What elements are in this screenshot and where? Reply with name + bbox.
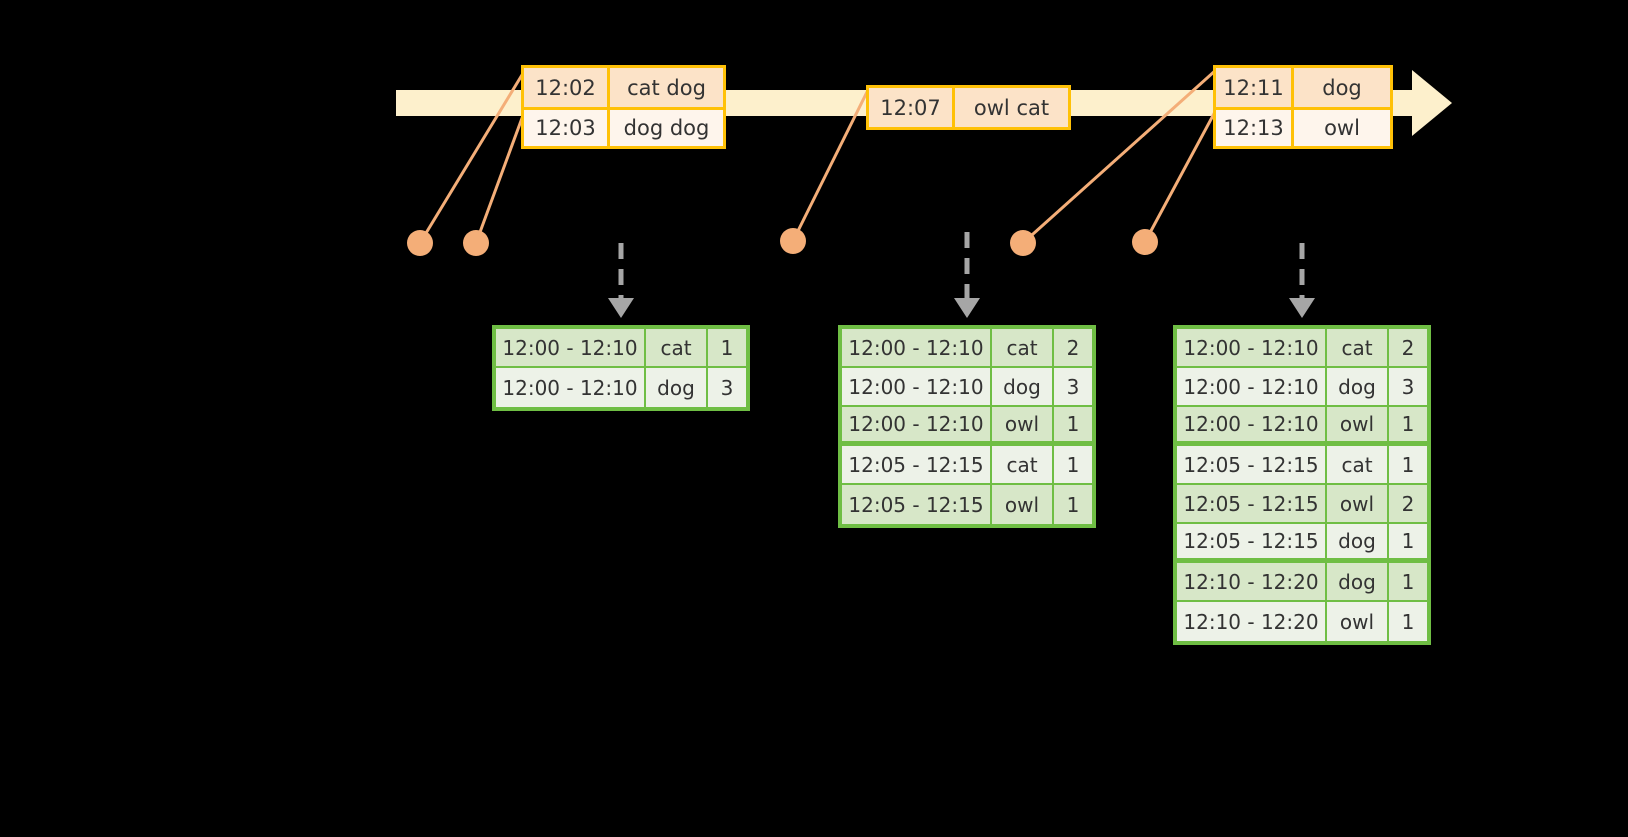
connector-dot-5: [1132, 229, 1158, 255]
cell-key: dog: [1327, 563, 1389, 600]
cell-window: 12:00 - 12:10: [496, 329, 646, 366]
cell-count: 1: [1054, 485, 1092, 524]
event-time: 12:13: [1216, 110, 1294, 146]
cell-key: owl: [992, 485, 1054, 524]
cell-key: dog: [646, 368, 708, 407]
connector-line-5: [1143, 109, 1218, 243]
dashed-arrow-group: [608, 232, 1315, 318]
cell-window: 12:00 - 12:10: [842, 407, 992, 441]
cell-window: 12:05 - 12:15: [1177, 485, 1327, 522]
cell-key: cat: [992, 329, 1054, 366]
dashed-arrow-3-head-icon: [1289, 298, 1315, 318]
cell-key: dog: [992, 368, 1054, 405]
event-row[interactable]: 12:03 dog dog: [524, 107, 723, 146]
cell-window: 12:10 - 12:20: [1177, 563, 1327, 600]
event-time: 12:11: [1216, 68, 1294, 107]
cell-count: 1: [708, 329, 746, 366]
dashed-arrow-2-head-icon: [954, 298, 980, 318]
cell-window: 12:05 - 12:15: [842, 446, 992, 483]
event-value: owl: [1324, 116, 1360, 140]
connector-dot-3: [780, 228, 806, 254]
cell-window: 12:00 - 12:10: [1177, 329, 1327, 366]
cell-count: 1: [1389, 407, 1427, 441]
cell-key: owl: [1327, 407, 1389, 441]
event-row[interactable]: 12:13 owl: [1216, 107, 1390, 146]
connector-dot-4: [1010, 230, 1036, 256]
event-box-3[interactable]: 12:11 dog 12:13 owl: [1213, 65, 1393, 149]
dashed-arrow-1-head-icon: [608, 298, 634, 318]
cell-count: 2: [1054, 329, 1092, 366]
cell-window: 12:05 - 12:15: [842, 485, 992, 524]
cell-count: 1: [1389, 602, 1427, 641]
cell-count: 2: [1389, 485, 1427, 522]
cell-count: 2: [1389, 329, 1427, 366]
cell-count: 1: [1054, 407, 1092, 441]
cell-key: cat: [1327, 329, 1389, 366]
event-row[interactable]: 12:02 cat dog: [524, 68, 723, 107]
cell-count: 3: [708, 368, 746, 407]
event-time: 12:07: [869, 88, 955, 127]
cell-count: 3: [1054, 368, 1092, 405]
cell-count: 1: [1054, 446, 1092, 483]
event-value: cat dog: [627, 75, 706, 100]
cell-key: cat: [1327, 446, 1389, 483]
timeline-arrowhead-icon: [1412, 70, 1452, 136]
cell-key: owl: [1327, 485, 1389, 522]
cell-key: dog: [1327, 368, 1389, 405]
cell-key: owl: [992, 407, 1054, 441]
cell-count: 1: [1389, 524, 1427, 558]
event-box-2[interactable]: 12:07 owl cat: [866, 85, 1071, 130]
event-time: 12:02: [524, 68, 610, 107]
cell-window: 12:05 - 12:15: [1177, 524, 1327, 558]
cell-key: cat: [992, 446, 1054, 483]
cell-key: cat: [646, 329, 708, 366]
cell-window: 12:00 - 12:10: [1177, 407, 1327, 441]
event-value: owl cat: [973, 95, 1050, 120]
cell-count: 1: [1389, 446, 1427, 483]
cell-key: owl: [1327, 602, 1389, 641]
event-row[interactable]: 12:07 owl cat: [869, 88, 1068, 127]
event-value: dog: [1322, 75, 1362, 100]
cell-count: 1: [1389, 563, 1427, 600]
cell-window: 12:00 - 12:10: [842, 329, 992, 366]
cell-key: dog: [1327, 524, 1389, 558]
connector-line-2: [474, 109, 527, 244]
event-box-1[interactable]: 12:02 cat dog 12:03 dog dog: [521, 65, 726, 149]
connector-dots: [407, 228, 1158, 256]
cell-count: 3: [1389, 368, 1427, 405]
event-time: 12:03: [524, 110, 610, 146]
event-row[interactable]: 12:11 dog: [1216, 68, 1390, 107]
cell-window: 12:00 - 12:10: [1177, 368, 1327, 405]
cell-window: 12:10 - 12:20: [1177, 602, 1327, 641]
event-value: dog dog: [623, 116, 710, 140]
connector-dot-1: [407, 230, 433, 256]
cell-window: 12:00 - 12:10: [842, 368, 992, 405]
cell-window: 12:00 - 12:10: [496, 368, 646, 407]
cell-window: 12:05 - 12:15: [1177, 446, 1327, 483]
connector-dot-2: [463, 230, 489, 256]
